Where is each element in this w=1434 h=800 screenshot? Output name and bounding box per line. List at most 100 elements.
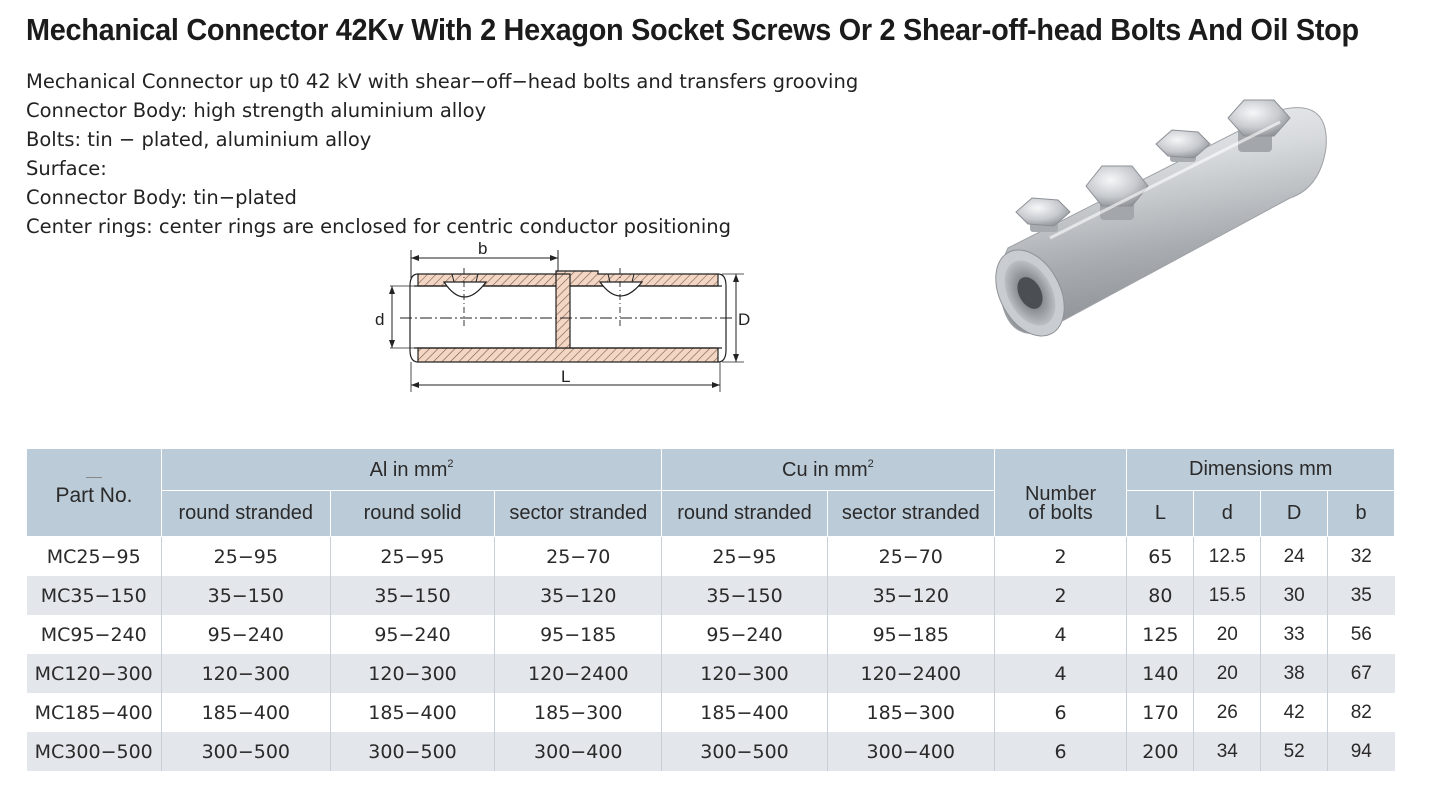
header-dim-D: D [1260, 490, 1329, 537]
header-cu-round-stranded: round stranded [661, 490, 828, 537]
table-cell: 30 [1260, 576, 1328, 615]
table-cell: 25−95 [160, 536, 331, 576]
header-dim-b: b [1327, 490, 1395, 537]
part-no-cell: MC95−240 [40, 623, 147, 646]
table-cell: 12.5 [1193, 536, 1261, 576]
table-cell: 35−150 [329, 576, 495, 615]
table-cell: 185−400 [329, 693, 495, 732]
header-dimensions-group: Dimensions mm [1126, 448, 1395, 491]
table-cell: 300−400 [494, 732, 662, 771]
page-title: Mechanical Connector 42Kv With 2 Hexagon… [26, 12, 1359, 47]
connector-cross-section-diagram: b d D L [375, 239, 750, 392]
header-cu-sector-stranded: sector stranded [826, 490, 995, 537]
table-cell: 82 [1327, 693, 1395, 732]
table-cell: 4 [993, 654, 1127, 693]
dim-label-L: L [561, 367, 570, 386]
header-part-no: Part No. [26, 448, 162, 537]
table-cell: 15.5 [1193, 576, 1261, 615]
header-dim-L: L [1126, 490, 1195, 537]
table-cell: 25−95 [661, 536, 828, 576]
table-cell: 95−240 [329, 615, 495, 654]
header-dim-d: d [1193, 490, 1262, 537]
description-line: Center rings: center rings are enclosed … [26, 215, 732, 238]
description-line: Surface: [26, 157, 107, 180]
table-cell: 300−500 [661, 732, 828, 771]
table-cell: 120−2400 [826, 654, 995, 693]
table-cell: 125 [1126, 615, 1194, 654]
description-line: Mechanical Connector up t0 42 kV with sh… [26, 70, 859, 93]
connector-product-image [995, 99, 1327, 337]
dim-label-d: d [375, 310, 384, 329]
dim-label-b: b [478, 239, 487, 258]
description-line: Connector Body: high strength aluminium … [26, 99, 487, 122]
table-cell: 120−300 [661, 654, 828, 693]
table-cell: 300−500 [160, 732, 331, 771]
table-cell: 25−70 [826, 536, 995, 576]
table-cell: 185−300 [826, 693, 995, 732]
dim-label-D: D [738, 310, 750, 329]
table-cell: 94 [1327, 732, 1395, 771]
table-cell: 25−70 [494, 536, 662, 576]
table-cell: 20 [1193, 654, 1261, 693]
table-cell: 52 [1260, 732, 1328, 771]
table-cell: 24 [1260, 536, 1328, 576]
table-cell: 33 [1260, 615, 1328, 654]
table-cell: 35 [1327, 576, 1395, 615]
table-cell: 300−400 [826, 732, 995, 771]
part-no-cell: MC35−150 [26, 576, 162, 615]
table-cell: 35−150 [661, 576, 828, 615]
header-cu-group: Cu in mm2 [661, 448, 995, 491]
header-al-round-stranded: round stranded [160, 490, 331, 537]
table-cell: 120−300 [329, 654, 495, 693]
header-al-group: Al in mm2 [160, 448, 663, 491]
table-cell: 95−240 [160, 615, 331, 654]
table-cell: 95−185 [826, 615, 995, 654]
table-cell: 185−400 [160, 693, 331, 732]
table-cell: 25−95 [329, 536, 495, 576]
table-cell: 35−150 [160, 576, 331, 615]
table-cell: 34 [1193, 732, 1261, 771]
table-cell: 4 [993, 615, 1127, 654]
table-cell: 200 [1126, 732, 1194, 771]
table-cell: 56 [1327, 615, 1395, 654]
table-cell: 20 [1193, 615, 1261, 654]
table-cell: 35−120 [826, 576, 995, 615]
table-cell: 185−300 [494, 693, 662, 732]
description-line: Bolts: tin − plated, aluminium alloy [26, 128, 372, 151]
table-cell: 170 [1126, 693, 1194, 732]
table-cell: 6 [993, 732, 1127, 771]
header-al-sector-stranded: sector stranded [494, 490, 663, 537]
table-cell: 67 [1327, 654, 1395, 693]
table-cell: 300−500 [329, 732, 495, 771]
table-cell: 6 [993, 693, 1127, 732]
table-cell: 120−300 [160, 654, 331, 693]
description-line: Connector Body: tin−plated [26, 186, 297, 209]
description-block: Mechanical Connector up t0 42 kV with sh… [26, 67, 858, 241]
table-cell: 32 [1327, 536, 1395, 576]
part-no-cell: MC185−400 [34, 701, 153, 724]
table-cell: 42 [1260, 693, 1328, 732]
table-cell: 38 [1260, 654, 1328, 693]
table-cell: 95−240 [661, 615, 828, 654]
table-cell: 80 [1126, 576, 1194, 615]
header-al-round-solid: round solid [329, 490, 496, 537]
table-cell: 95−185 [494, 615, 662, 654]
table-cell: 140 [1126, 654, 1194, 693]
table-cell: 185−400 [661, 693, 828, 732]
table-cell: 2 [993, 536, 1127, 576]
table-cell: 65 [1126, 536, 1194, 576]
part-no-cell: MC25−95 [46, 545, 141, 568]
table-cell: 120−2400 [494, 654, 662, 693]
part-no-cell: MC120−300 [26, 654, 162, 693]
part-no-cell: MC300−500 [26, 732, 162, 771]
table-cell: 2 [993, 576, 1127, 615]
